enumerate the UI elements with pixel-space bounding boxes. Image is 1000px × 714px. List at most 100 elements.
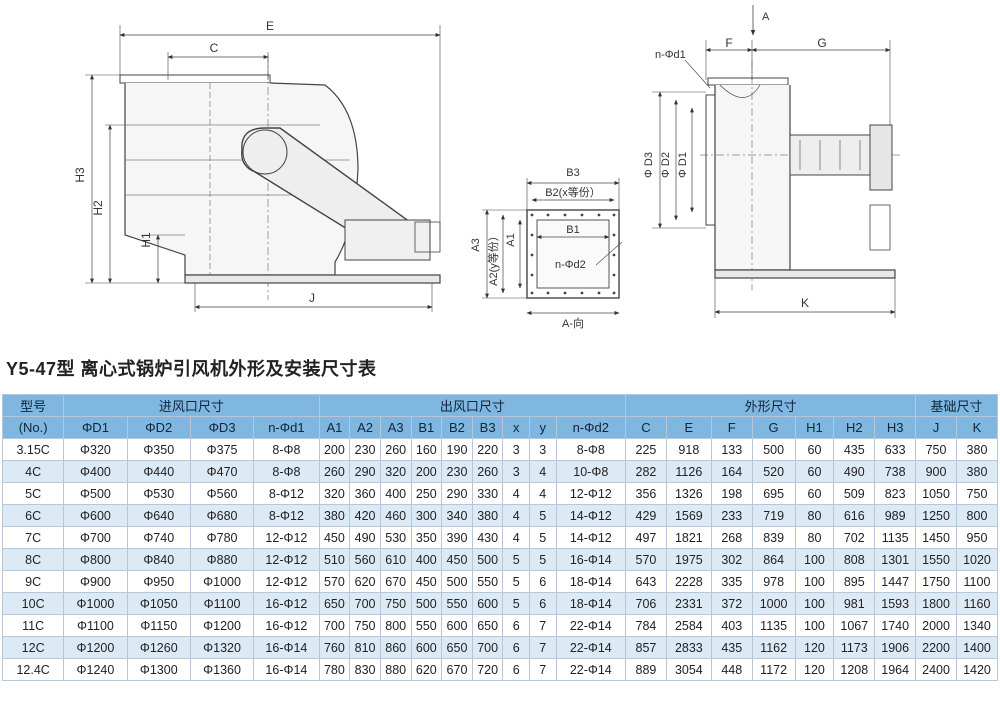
table-cell: 16-Φ14: [253, 636, 320, 659]
table-cell: 320: [379, 460, 412, 483]
table-cell: 380: [955, 460, 999, 483]
label-view-a: A-向: [562, 316, 584, 330]
label-nd1: n-Φd1: [655, 49, 686, 61]
table-cell: 1135: [751, 614, 796, 637]
label-C: C: [210, 41, 219, 55]
column-header: H1: [794, 416, 835, 439]
table-cell: 380: [471, 504, 504, 527]
table-cell: 6: [528, 592, 557, 615]
table-cell: Φ1200: [189, 614, 255, 637]
table-cell: 250: [410, 482, 443, 505]
model-cell: 7C: [1, 526, 65, 549]
front-view: [85, 25, 441, 312]
table-cell: 1100: [955, 570, 999, 593]
table-cell: 16-Φ12: [253, 614, 320, 637]
table-cell: 1301: [874, 548, 917, 571]
table-cell: 1020: [955, 548, 999, 571]
table-cell: 490: [349, 526, 381, 549]
table-cell: Φ470: [189, 460, 255, 483]
table-cell: 839: [751, 526, 796, 549]
table-cell: 22-Φ14: [555, 658, 627, 681]
model-cell: 5C: [1, 482, 65, 505]
table-cell: 390: [441, 526, 473, 549]
table-cell: Φ900: [63, 570, 128, 593]
column-header: y: [528, 416, 557, 439]
table-cell: 260: [471, 460, 504, 483]
table-cell: 18-Φ14: [555, 570, 627, 593]
table-cell: 8-Φ8: [253, 438, 320, 461]
table-cell: 7: [528, 658, 557, 681]
table-cell: 1800: [915, 592, 957, 615]
table-cell: 220: [471, 438, 504, 461]
table-cell: 356: [625, 482, 667, 505]
table-cell: 2000: [915, 614, 957, 637]
table-cell: 450: [318, 526, 351, 549]
model-cell: 4C: [1, 460, 65, 483]
table-cell: 435: [710, 636, 753, 659]
label-D2: Φ D2: [660, 152, 672, 178]
table-cell: Φ530: [126, 482, 191, 505]
table-cell: 1135: [874, 526, 917, 549]
table-cell: Φ780: [189, 526, 255, 549]
column-header: ΦD3: [189, 416, 255, 439]
table-cell: 233: [710, 504, 753, 527]
table-cell: 5: [502, 570, 530, 593]
table-cell: 260: [379, 438, 412, 461]
header-group-row: 型号 进风口尺寸 出风口尺寸 外形尺寸 基础尺寸: [1, 394, 998, 417]
table-cell: 2200: [915, 636, 957, 659]
table-cell: 2400: [915, 658, 957, 681]
table-cell: 400: [410, 548, 443, 571]
table-cell: 16-Φ14: [555, 548, 627, 571]
label-B2: B2(x等份）: [545, 185, 601, 199]
table-cell: 380: [318, 504, 351, 527]
table-cell: 200: [318, 438, 351, 461]
table-cell: 695: [751, 482, 796, 505]
table-cell: 1162: [751, 636, 796, 659]
table-cell: 460: [379, 504, 412, 527]
table-cell: 738: [874, 460, 917, 483]
table-cell: 750: [915, 438, 957, 461]
table-cell: 260: [318, 460, 351, 483]
table-cell: 4: [502, 482, 530, 505]
table-cell: 550: [410, 614, 443, 637]
table-cell: 520: [751, 460, 796, 483]
table-cell: 1821: [665, 526, 712, 549]
table-cell: 290: [349, 460, 381, 483]
table-cell: 448: [710, 658, 753, 681]
table-cell: Φ1320: [189, 636, 255, 659]
table-cell: 230: [441, 460, 473, 483]
table-cell: 2584: [665, 614, 712, 637]
table-cell: Φ950: [126, 570, 191, 593]
table-cell: 8-Φ8: [253, 460, 320, 483]
table-cell: 7: [528, 636, 557, 659]
table-cell: 190: [441, 438, 473, 461]
label-A3: A3: [470, 238, 482, 251]
table-cell: 800: [379, 614, 412, 637]
table-cell: 750: [379, 592, 412, 615]
table-cell: Φ400: [63, 460, 128, 483]
table-cell: Φ680: [189, 504, 255, 527]
label-F: F: [725, 36, 732, 50]
model-cell: 12.4C: [1, 658, 65, 681]
table-cell: Φ375: [189, 438, 255, 461]
table-cell: 570: [318, 570, 351, 593]
table-cell: 12-Φ12: [253, 548, 320, 571]
table-cell: 6: [502, 614, 530, 637]
table-cell: 160: [410, 438, 443, 461]
table-cell: 1569: [665, 504, 712, 527]
table-cell: Φ1100: [189, 592, 255, 615]
table-cell: 380: [955, 438, 999, 461]
outlet-view: [482, 178, 623, 315]
column-header: A2: [349, 416, 381, 439]
column-header: n-Φd1: [253, 416, 320, 439]
table-cell: 22-Φ14: [555, 636, 627, 659]
table-cell: 80: [794, 526, 835, 549]
table-cell: 420: [349, 504, 381, 527]
table-cell: 550: [471, 570, 504, 593]
table-cell: 1750: [915, 570, 957, 593]
table-cell: 4: [502, 504, 530, 527]
